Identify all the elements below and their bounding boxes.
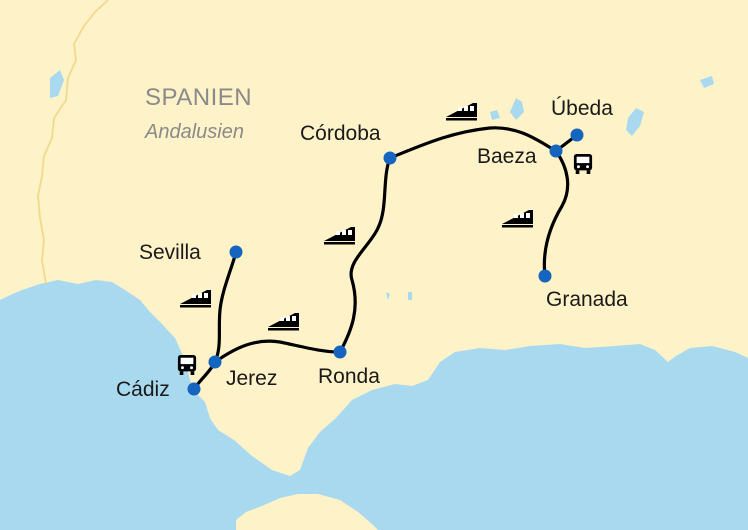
route-line [192,250,238,391]
city-marker-cordoba [383,151,397,165]
country-label: SPANIEN [145,84,253,111]
city-marker-baeza [549,144,563,158]
inland-water [50,70,714,300]
city-marker-cadiz [187,382,201,396]
region-label: Andalusien [145,121,244,143]
city-label-jerez: Jerez [226,367,278,390]
land-mass [0,0,748,476]
city-label-granada: Granada [546,288,628,311]
city-marker-ronda [333,345,347,359]
city-marker-granada [538,269,552,283]
border-line [37,0,109,285]
bus-icon [177,355,197,375]
city-markers [187,128,584,396]
city-marker-sevilla [229,245,243,259]
city-label-ubeda: Úbeda [551,97,613,120]
city-marker-jerez [208,355,222,369]
city-label-sevilla: Sevilla [139,241,201,264]
city-label-cordoba: Córdoba [300,122,381,145]
city-label-baeza: Baeza [477,145,537,168]
africa-coast [236,494,378,530]
city-marker-ubeda [570,128,584,142]
city-label-ronda: Ronda [318,365,380,388]
city-label-cadiz: Cádiz [116,378,170,401]
